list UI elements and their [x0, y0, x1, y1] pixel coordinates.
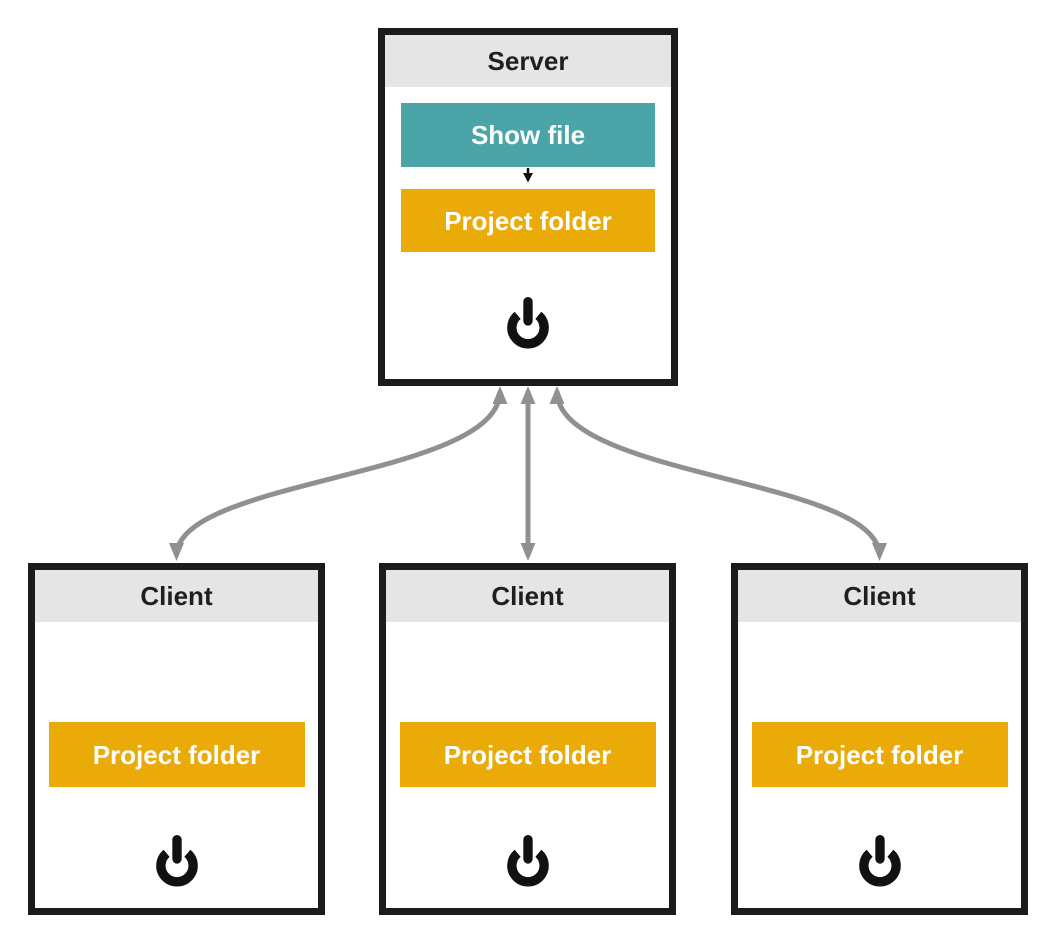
client-3-header: Client	[738, 570, 1021, 622]
power-ring	[506, 849, 549, 887]
down-arrow-icon	[523, 168, 533, 183]
server-client1-arrow	[169, 386, 508, 561]
client-3-body: Project folder	[738, 622, 1021, 908]
client-node-1: Client Project folder	[28, 563, 325, 915]
power-icon	[507, 297, 549, 349]
client-1-project-folder-box: Project folder	[48, 722, 305, 787]
client-2-project-folder-box: Project folder	[399, 722, 656, 787]
power-icon	[506, 835, 549, 887]
client-3-project-folder-box: Project folder	[751, 722, 1008, 787]
server-node: Server Show file Project folder	[378, 28, 678, 386]
client-1-header: Client	[35, 570, 318, 622]
client-node-2: Client Project folder	[379, 563, 676, 915]
power-icon	[155, 835, 198, 887]
client-node-3: Client Project folder	[731, 563, 1028, 915]
server-header: Server	[385, 35, 671, 87]
client-2-body: Project folder	[386, 622, 669, 908]
client-2-header: Client	[386, 570, 669, 622]
power-ring	[858, 849, 901, 887]
show-file-box: Show file	[401, 103, 655, 167]
server-body: Show file Project folder	[385, 87, 671, 379]
power-icon	[858, 835, 901, 887]
power-ring	[507, 311, 549, 349]
power-ring	[155, 849, 198, 887]
client-1-body: Project folder	[35, 622, 318, 908]
server-project-folder-box: Project folder	[401, 189, 655, 252]
server-client3-arrow	[549, 386, 887, 561]
